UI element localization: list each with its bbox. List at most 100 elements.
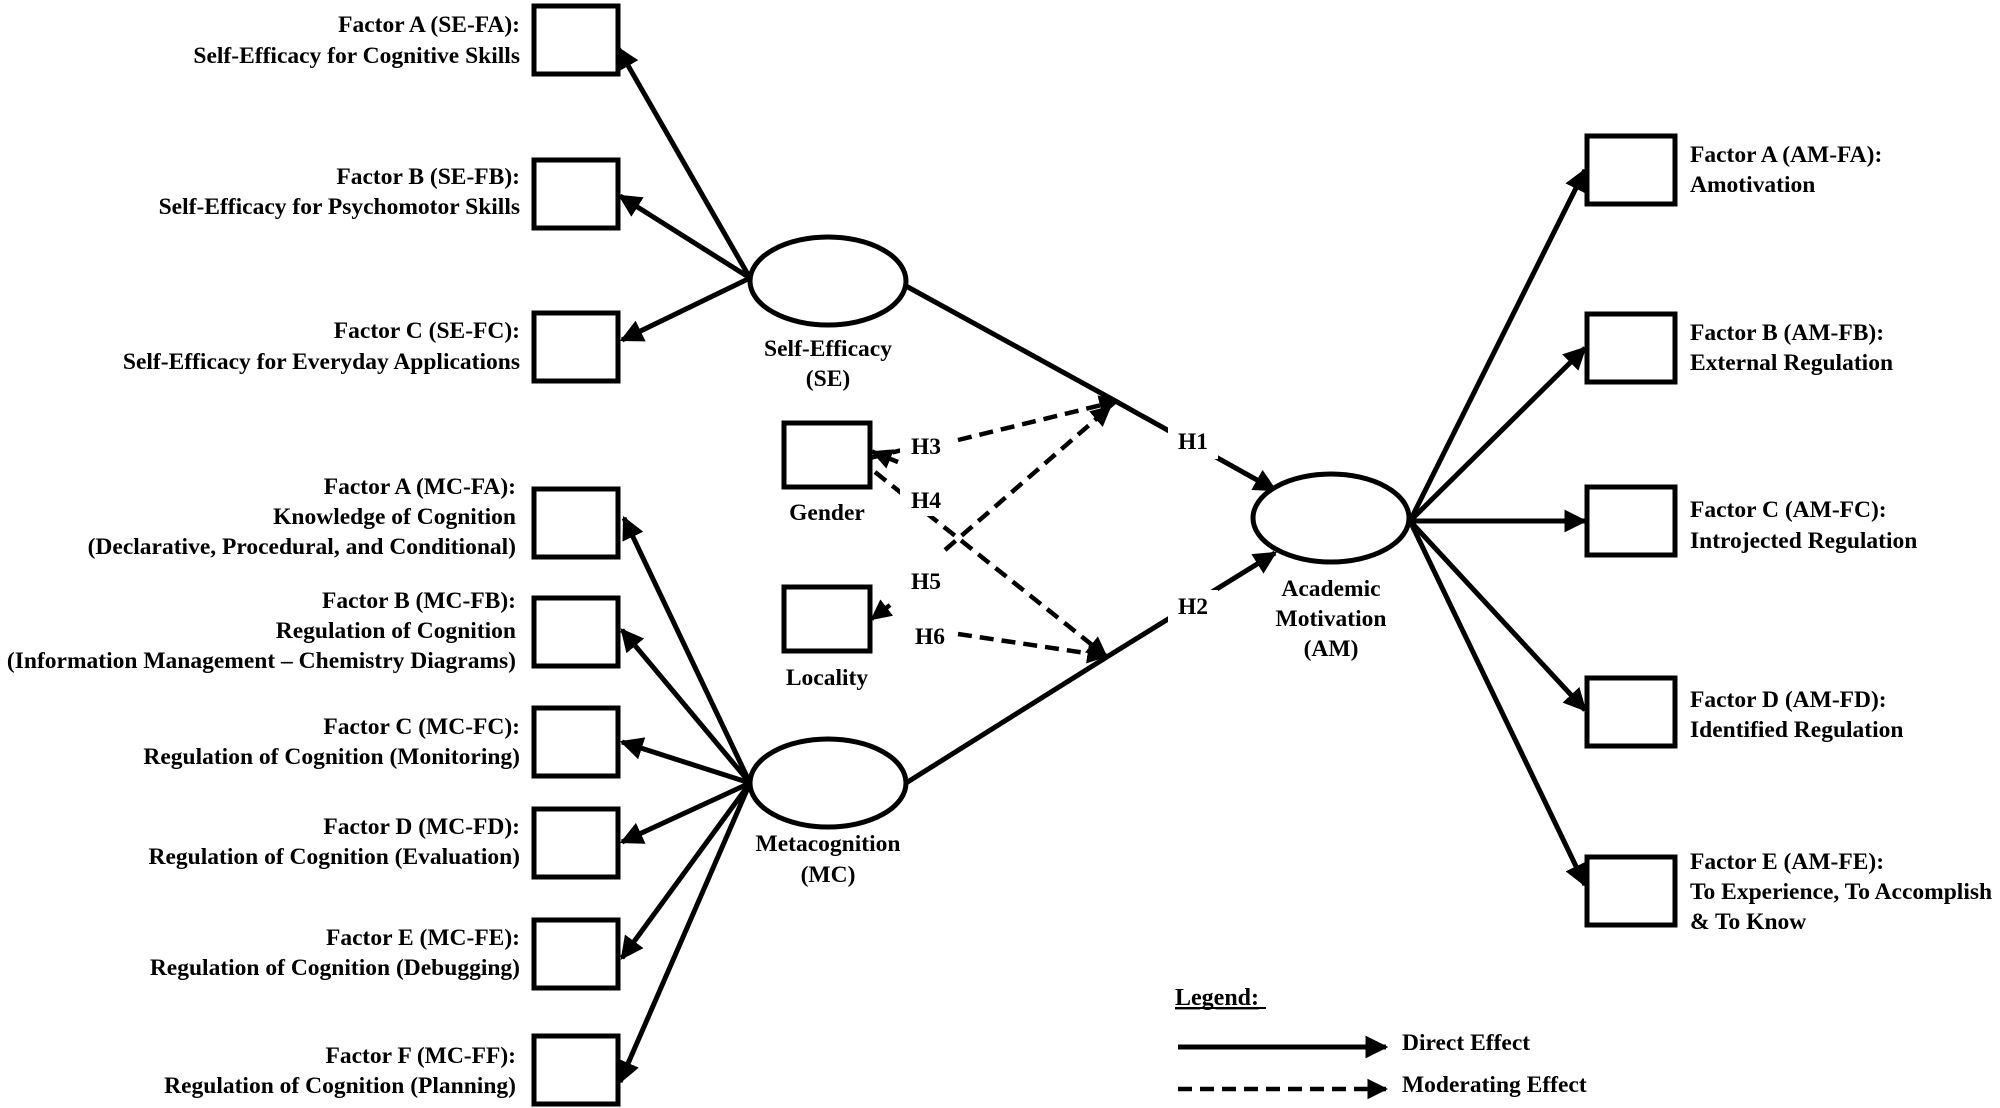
hypothesis-h6-label: H6	[915, 624, 945, 650]
svg-text:(AM): (AM)	[1304, 636, 1359, 662]
metacognition-factor-a: Factor A (MC-FA): Knowledge of Cognition…	[88, 474, 621, 560]
arrow-h5-locality-to-h1	[943, 405, 1112, 552]
svg-text:Factor C (MC-FC):: Factor C (MC-FC):	[323, 714, 520, 740]
svg-text:Factor A (MC-FA):: Factor A (MC-FA):	[324, 474, 516, 500]
svg-text:Introjected Regulation: Introjected Regulation	[1690, 528, 1917, 554]
svg-text:Motivation: Motivation	[1276, 606, 1387, 632]
moderator-gender: Gender	[781, 420, 873, 526]
indicator-box	[1584, 311, 1678, 385]
arrow-am-to-fa	[1407, 167, 1588, 523]
legend-direct-label: Direct Effect	[1402, 1030, 1530, 1056]
svg-text:Factor D (MC-FD):: Factor D (MC-FD):	[323, 814, 520, 840]
indicator-box	[531, 705, 621, 779]
svg-text:Factor B (SE-FB):: Factor B (SE-FB):	[336, 164, 520, 190]
svg-text:(Declarative, Procedural, and: (Declarative, Procedural, and Conditiona…	[88, 534, 516, 560]
self-efficacy-factor-c: Factor C (SE-FC): Self-Efficacy for Ever…	[123, 310, 621, 384]
construct-academic-motivation: Academic Motivation (AM)	[1250, 471, 1412, 662]
svg-text:Metacognition: Metacognition	[756, 831, 901, 857]
svg-text:Knowledge of Cognition: Knowledge of Cognition	[273, 504, 516, 530]
svg-text:Regulation of Cognition (Evalu: Regulation of Cognition (Evaluation)	[149, 844, 520, 870]
indicator-box	[531, 310, 621, 384]
indicator-box	[781, 584, 873, 654]
hypothesis-h2-label: H2	[1178, 594, 1208, 620]
moderator-locality: Locality	[781, 584, 873, 691]
svg-text:To Experience, To Accomplish: To Experience, To Accomplish	[1690, 879, 1992, 905]
arrow-mc-to-fe	[619, 781, 753, 960]
arrow-am-to-fe	[1407, 519, 1588, 888]
arrow-se-to-fb	[618, 193, 752, 281]
indicator-box	[1584, 854, 1678, 928]
construct-oval	[1250, 471, 1412, 565]
svg-text:External Regulation: External Regulation	[1690, 350, 1893, 376]
legend-moderating-label: Moderating Effect	[1402, 1072, 1587, 1098]
svg-text:Factor E (AM-FE):: Factor E (AM-FE):	[1690, 849, 1884, 875]
hypothesis-h5-label: H5	[911, 569, 941, 595]
arrow-se-to-fc	[619, 275, 752, 343]
metacognition-factor-c: Factor C (MC-FC): Regulation of Cognitio…	[143, 705, 621, 779]
svg-text:Factor C (AM-FC):: Factor C (AM-FC):	[1690, 497, 1887, 523]
motivation-factor-e: Factor E (AM-FE): To Experience, To Acco…	[1584, 849, 1992, 935]
hypothesis-h3-label: H3	[911, 434, 941, 460]
hypothesis-h4-label: H4	[911, 488, 941, 514]
svg-text:Self-Efficacy: Self-Efficacy	[764, 336, 892, 362]
direct-effect-arrows	[615, 46, 1588, 1085]
indicator-box	[531, 3, 621, 77]
svg-text:Self-Efficacy for Everyday App: Self-Efficacy for Everyday Applications	[123, 349, 520, 375]
arrow-mc-to-fa	[621, 515, 753, 785]
svg-text:Academic: Academic	[1281, 576, 1380, 602]
self-efficacy-factor-a: Factor A (SE-FA): Self-Efficacy for Cogn…	[193, 3, 621, 77]
svg-text:Factor D (AM-FD):: Factor D (AM-FD):	[1690, 687, 1887, 713]
arrow-h1-se-to-am	[904, 283, 1278, 493]
svg-text:Factor F (MC-FF):: Factor F (MC-FF):	[325, 1043, 516, 1069]
arrow-am-to-fd	[1408, 519, 1587, 712]
arrow-se-to-fa	[615, 46, 753, 280]
arrow-mc-to-fc	[619, 737, 751, 786]
arrow-mc-to-fd	[619, 780, 752, 845]
indicator-box	[531, 157, 621, 231]
metacognition-factor-d: Factor D (MC-FD): Regulation of Cognitio…	[149, 806, 621, 880]
svg-text:Self-Efficacy for Cognitive Sk: Self-Efficacy for Cognitive Skills	[193, 43, 520, 69]
arrow-am-to-fb	[1408, 346, 1587, 523]
construct-oval	[747, 736, 909, 830]
construct-metacognition: Metacognition (MC)	[747, 736, 909, 888]
indicator-box	[531, 806, 621, 880]
motivation-factor-c: Factor C (AM-FC): Introjected Regulation	[1584, 484, 1917, 558]
motivation-factor-d: Factor D (AM-FD): Identified Regulation	[1584, 675, 1903, 749]
indicator-box	[531, 486, 621, 560]
metacognition-factor-f: Factor F (MC-FF): Regulation of Cognitio…	[164, 1033, 621, 1107]
svg-text:Regulation of Cognition (Monit: Regulation of Cognition (Monitoring)	[143, 744, 520, 770]
svg-text:Identified Regulation: Identified Regulation	[1690, 717, 1903, 743]
svg-text:Factor A (SE-FA):: Factor A (SE-FA):	[338, 12, 520, 38]
svg-text:(SE): (SE)	[806, 366, 850, 392]
svg-text:& To Know: & To Know	[1690, 909, 1806, 935]
indicator-box	[1584, 133, 1678, 207]
svg-text:(MC): (MC)	[801, 862, 856, 888]
hypothesis-h1-label: H1	[1178, 429, 1208, 455]
svg-text:(Information Management – Chem: (Information Management – Chemistry Diag…	[7, 648, 516, 674]
svg-text:Factor B (MC-FB):: Factor B (MC-FB):	[322, 588, 516, 614]
svg-text:Gender: Gender	[789, 500, 865, 526]
construct-self-efficacy: Self-Efficacy (SE)	[747, 234, 909, 392]
svg-text:Regulation of Cognition (Plann: Regulation of Cognition (Planning)	[164, 1073, 516, 1099]
arrow-h6-locality-to-h2	[957, 631, 1109, 664]
svg-text:Regulation of Cognition (Debug: Regulation of Cognition (Debugging)	[150, 955, 520, 981]
svg-text:Regulation of Cognition: Regulation of Cognition	[276, 618, 516, 644]
metacognition-factor-b: Factor B (MC-FB): Regulation of Cognitio…	[7, 588, 621, 674]
svg-text:Factor C (SE-FC):: Factor C (SE-FC):	[334, 318, 520, 344]
motivation-factor-b: Factor B (AM-FB): External Regulation	[1584, 311, 1893, 385]
svg-text:Factor E (MC-FE):: Factor E (MC-FE):	[326, 925, 520, 951]
indicator-box	[531, 595, 621, 669]
svg-text:Amotivation: Amotivation	[1690, 172, 1815, 198]
indicator-box	[531, 1033, 621, 1107]
arrow-h3-gender-to-h1	[957, 395, 1121, 443]
legend: Legend: Direct Effect Moderating Effect	[1175, 985, 1587, 1100]
construct-oval	[747, 234, 909, 328]
arrow-mc-to-ff	[617, 782, 753, 1085]
motivation-factor-a: Factor A (AM-FA): Amotivation	[1584, 133, 1882, 207]
indicator-box	[1584, 484, 1678, 558]
indicator-box	[1584, 675, 1678, 749]
svg-text:Locality: Locality	[786, 665, 868, 691]
svg-text:Factor B (AM-FB):: Factor B (AM-FB):	[1690, 320, 1884, 346]
indicator-box	[531, 917, 621, 991]
